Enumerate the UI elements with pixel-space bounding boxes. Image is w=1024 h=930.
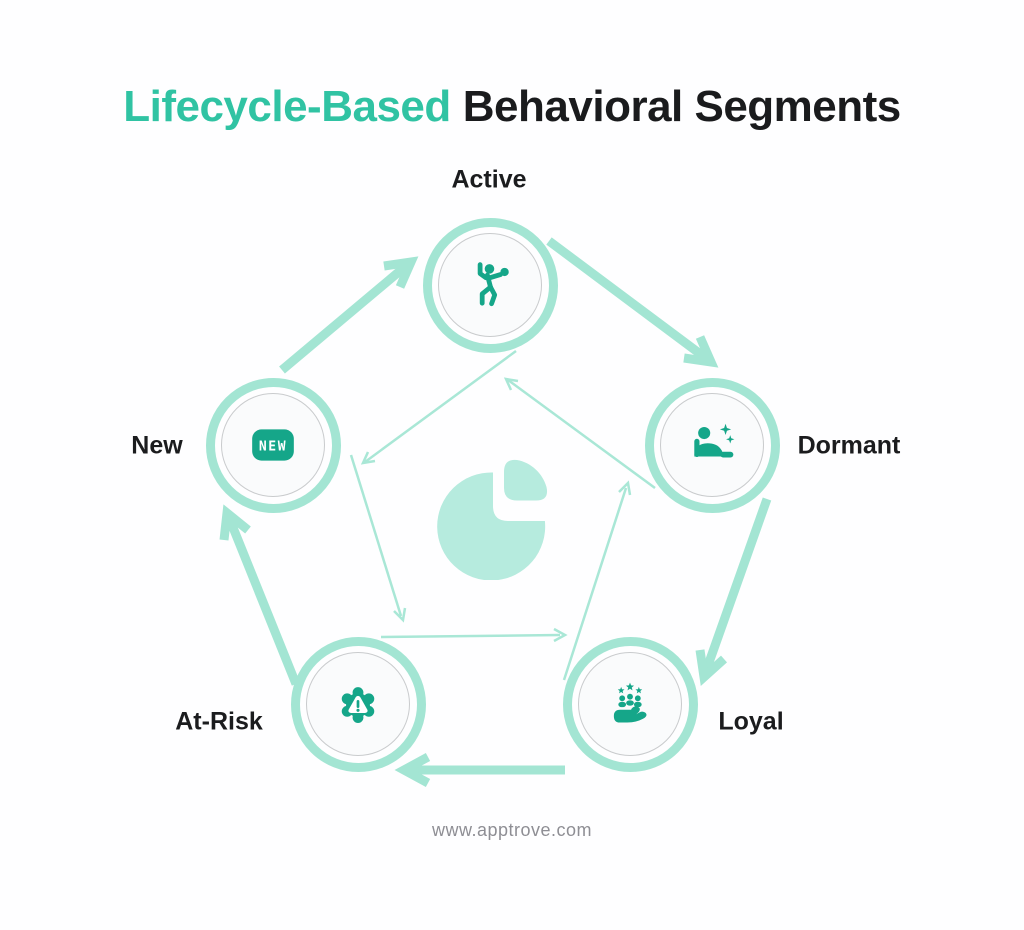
- arrow-loyal-to-dormant-thin: [562, 480, 632, 681]
- label-new: New: [131, 431, 183, 460]
- arrow-atrisk-to-loyal-thin: [380, 627, 568, 643]
- pie-chart-icon: [437, 459, 548, 580]
- node-active-circle: [438, 233, 542, 337]
- node-dormant-circle: [660, 393, 764, 497]
- player-icon: [477, 262, 509, 307]
- title-rest: Behavioral Segments: [462, 82, 902, 131]
- hand-holding-customers-icon: [613, 682, 647, 723]
- arrow-active-to-dormant: [546, 237, 719, 368]
- arrow-dormant-to-loyal: [695, 497, 772, 686]
- arrow-new-to-active: [279, 256, 419, 374]
- arrow-loyal-to-atrisk: [394, 753, 565, 787]
- node-new: NEW: [205, 377, 341, 513]
- node-active: [422, 217, 558, 353]
- new-badge-text: NEW: [259, 440, 287, 455]
- node-atrisk-circle: [306, 652, 410, 756]
- warning-gear-icon: [341, 687, 375, 723]
- node-new-circle: NEW: [221, 393, 325, 497]
- new-badge-icon: NEW: [252, 429, 294, 461]
- website-url: www.apptrove.com: [431, 820, 593, 840]
- node-atrisk: [290, 636, 426, 772]
- arrow-atrisk-to-new: [219, 504, 301, 686]
- label-active: Active: [451, 165, 527, 194]
- node-loyal: [562, 636, 698, 772]
- label-atrisk: At-Risk: [175, 707, 263, 736]
- label-loyal: Loyal: [718, 707, 784, 736]
- label-dormant: Dormant: [797, 431, 901, 460]
- arrow-active-to-new-thin: [360, 349, 517, 465]
- node-dormant: [644, 377, 780, 513]
- node-loyal-circle: [578, 652, 682, 756]
- arrow-new-to-atrisk-thin: [349, 454, 407, 623]
- title-highlight: Lifecycle-Based: [123, 82, 451, 131]
- arrow-dormant-to-active-thin: [503, 377, 656, 490]
- resting-person-sparkles-icon: [694, 423, 735, 458]
